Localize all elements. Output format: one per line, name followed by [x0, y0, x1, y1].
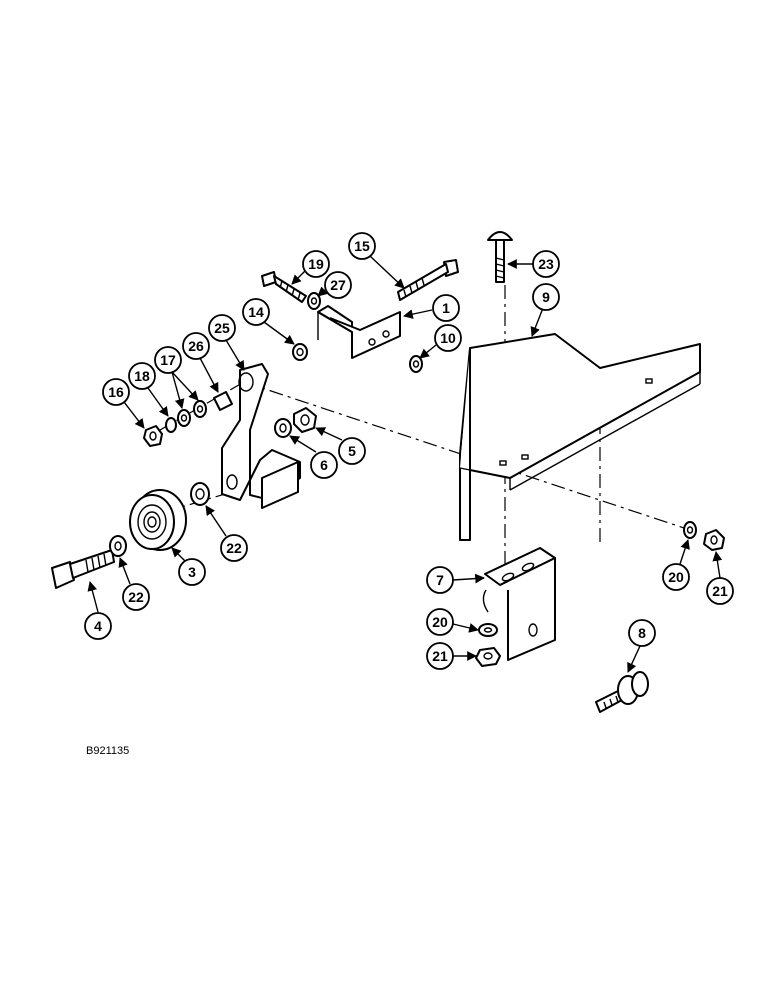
frame-bracket — [459, 333, 701, 541]
callout-21-right: 21 — [706, 551, 734, 605]
callout-4: 4 — [84, 581, 112, 640]
svg-text:3: 3 — [188, 564, 196, 580]
callout-10: 10 — [419, 324, 462, 359]
svg-text:20: 20 — [668, 569, 684, 585]
svg-text:21: 21 — [432, 648, 448, 664]
carriage-bolt — [487, 231, 513, 283]
svg-text:22: 22 — [128, 589, 144, 605]
svg-text:1: 1 — [442, 300, 450, 316]
svg-text:6: 6 — [320, 457, 328, 473]
callout-27: 27 — [317, 271, 352, 299]
svg-text:27: 27 — [330, 277, 346, 293]
callout-22-upper: 22 — [205, 505, 248, 562]
svg-text:14: 14 — [248, 304, 264, 320]
arm-bolt-short — [261, 271, 307, 303]
svg-text:21: 21 — [712, 583, 728, 599]
callout-20-right: 20 — [662, 539, 690, 591]
callout-25: 25 — [208, 314, 245, 371]
callout-3: 3 — [171, 547, 206, 586]
svg-text:8: 8 — [638, 625, 646, 641]
svg-text:17: 17 — [160, 352, 176, 368]
callout-14: 14 — [242, 298, 295, 345]
svg-text:15: 15 — [354, 238, 370, 254]
callout-19: 19 — [291, 250, 330, 285]
callout-7: 7 — [426, 566, 485, 594]
arm-washer-nut — [274, 407, 317, 438]
drawing-code: B921135 — [86, 745, 129, 757]
hardware-stack — [143, 391, 233, 447]
callout-1: 1 — [403, 294, 460, 322]
callout-8: 8 — [627, 619, 656, 673]
callout-23: 23 — [507, 250, 560, 278]
callout-16: 16 — [102, 378, 145, 429]
svg-text:18: 18 — [134, 368, 150, 384]
lower-washer-nut — [475, 623, 501, 667]
mounting-bracket — [482, 547, 556, 661]
long-bolt — [397, 259, 459, 301]
callout-17: 17 — [154, 346, 199, 409]
callout-22-lower: 22 — [118, 557, 150, 611]
idler-arm — [221, 363, 301, 509]
callout-21-lower: 21 — [426, 642, 477, 670]
svg-text:4: 4 — [94, 618, 102, 634]
callout-15: 15 — [348, 232, 405, 289]
arm-washer — [307, 292, 321, 310]
pulley-washers — [109, 482, 210, 557]
svg-text:25: 25 — [214, 320, 230, 336]
svg-text:16: 16 — [108, 384, 124, 400]
callout-9: 9 — [530, 283, 560, 337]
svg-text:19: 19 — [308, 256, 324, 272]
svg-text:9: 9 — [542, 289, 550, 305]
svg-text:20: 20 — [432, 614, 448, 630]
svg-text:23: 23 — [538, 256, 554, 272]
angle-bracket — [317, 305, 401, 359]
callout-5: 5 — [315, 427, 366, 465]
svg-text:26: 26 — [188, 338, 204, 354]
right-washer-nut — [683, 521, 725, 551]
idler-pulley — [129, 489, 187, 551]
quick-fastener — [595, 671, 649, 713]
bracket-washer — [409, 355, 423, 373]
callout-18: 18 — [128, 362, 169, 417]
callout-26: 26 — [182, 332, 219, 393]
svg-text:7: 7 — [436, 572, 444, 588]
callout-6: 6 — [289, 435, 338, 479]
pulley-bolt — [51, 549, 115, 589]
spacer — [292, 343, 308, 361]
callout-20-lower: 20 — [426, 608, 479, 636]
svg-text:5: 5 — [348, 443, 356, 459]
svg-text:10: 10 — [440, 330, 456, 346]
svg-text:22: 22 — [226, 540, 242, 556]
